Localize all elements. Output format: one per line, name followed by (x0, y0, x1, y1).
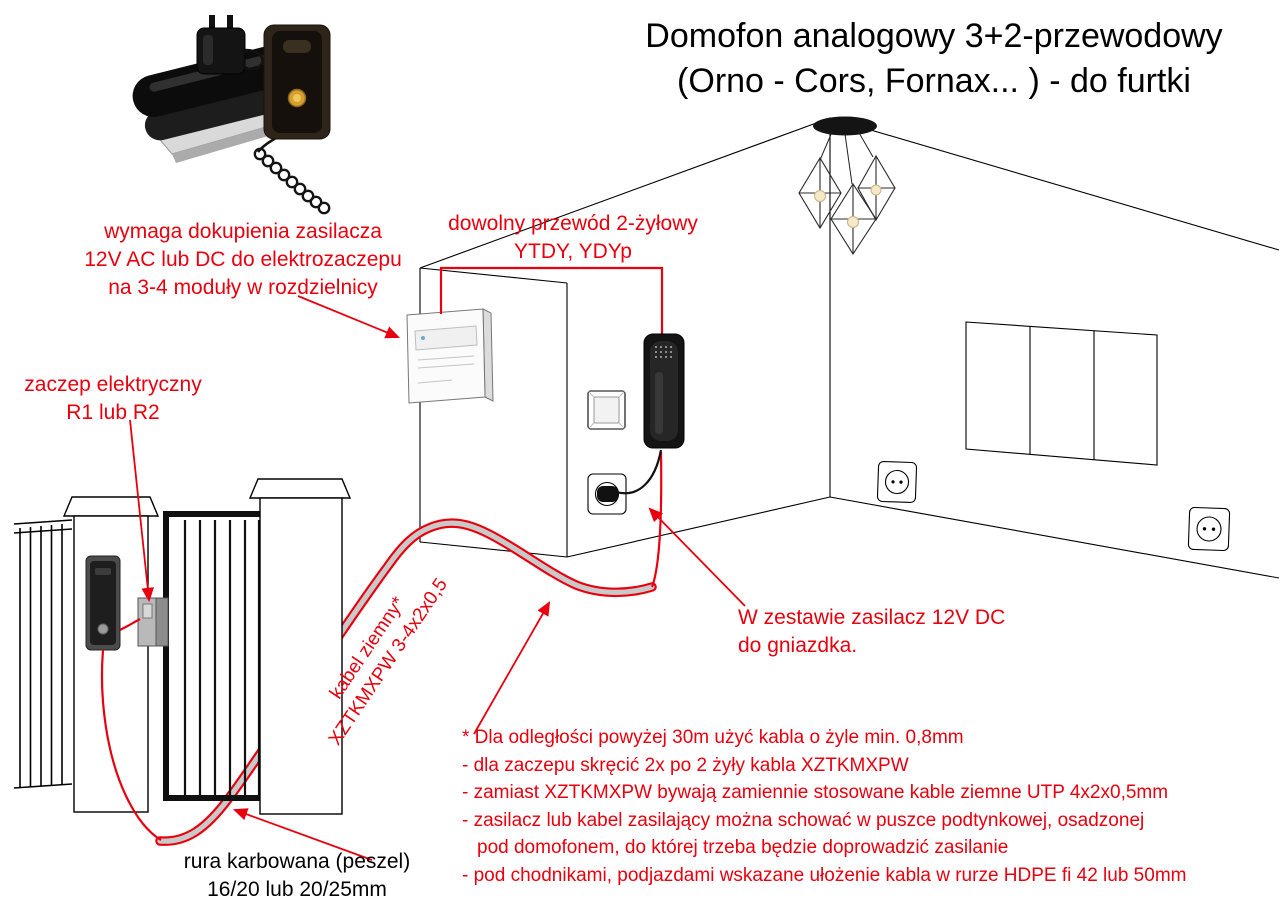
arrow-to-psu (297, 295, 400, 339)
arrow-to-conduit (232, 808, 373, 861)
note-conduit-line-2: 16/20 lub 20/25mm (207, 878, 387, 901)
page-title-line-2: (Orno - Cors, Fornax... ) - do furtki (677, 62, 1191, 100)
footnote-1: * Dla odległości powyżej 30m użyć kabla … (462, 727, 964, 748)
footnote-4-continuation: pod domofonem, do której trzeba będzie d… (477, 837, 1009, 859)
power-outlet-with-plug (587, 449, 663, 515)
gate-door-station (85, 555, 121, 651)
indoor-intercom-unit (643, 333, 685, 449)
note-psu-required-line-1: wymaga dokupienia zasilacza (104, 220, 382, 243)
two-wire-cable (439, 266, 664, 336)
light-bulb-icon (814, 184, 882, 228)
power-adapter-photo (196, 15, 264, 75)
gate-right-pillar (248, 478, 352, 815)
note-strike-line-2: R1 lub R2 (66, 401, 160, 424)
footnotes: * Dla odległości powyżej 30m użyć kabla … (462, 724, 1280, 890)
fence-left (13, 519, 73, 789)
note-any-wire-line-2: YTDY, YDYp (514, 240, 632, 263)
room-outline (419, 117, 1280, 579)
page-title-line-1: Domofon analogowy 3+2-przewodowy (645, 17, 1223, 55)
footnote-5: - pod chodnikami, podjazdami wskazane uł… (462, 864, 1187, 886)
window (965, 321, 1158, 466)
din-power-supply (406, 308, 494, 404)
footnote-4: - zasilacz lub kabel zasilający można sc… (462, 809, 1145, 831)
cable-riser (650, 451, 663, 588)
note-psu-included: W zestawie zasilacz 12V DC do gniazdka. (738, 604, 1058, 660)
note-psu-required-line-2: 12V AC lub DC do elektrozaczepu (84, 248, 402, 271)
note-strike-line-1: zaczep elektryczny (24, 373, 202, 396)
note-strike: zaczep elektryczny R1 lub R2 (14, 371, 212, 427)
light-switch (587, 390, 626, 430)
arrow-to-strike (129, 419, 155, 603)
note-any-wire-line-1: dowolny przewód 2-żyłowy (448, 212, 698, 235)
electric-strike (137, 597, 169, 647)
ceiling-lamp (798, 116, 896, 256)
note-any-wire: dowolny przewód 2-żyłowy YTDY, YDYp (428, 210, 718, 266)
wall-outlet-right-2 (1187, 506, 1231, 552)
note-conduit-line-1: rura karbowana (peszel) (183, 850, 411, 873)
annotation-arrows (129, 295, 746, 861)
note-psu-included-line-1: W zestawie zasilacz 12V DC (738, 606, 1006, 629)
strike-wire (119, 618, 141, 631)
note-psu-required: wymaga dokupienia zasilacza 12V AC lub D… (78, 218, 408, 302)
wall-outlet-right-1 (876, 460, 918, 504)
gate-leaf (163, 511, 275, 801)
footnote-2: - dla zaczepu skręcić 2x po 2 żyły kabla… (462, 754, 909, 776)
footnote-3: - zamiast XZTKMXPW bywają zamiennie stos… (462, 782, 1169, 804)
arrow-to-outlet-plug (648, 507, 746, 607)
note-conduit: rura karbowana (peszel) 16/20 lub 20/25m… (158, 848, 436, 904)
page-title: Domofon analogowy 3+2-przewodowy (Orno -… (596, 14, 1272, 104)
note-psu-required-line-3: na 3-4 moduły w rozdzielnicy (108, 276, 378, 299)
coiled-cord (253, 147, 331, 215)
note-psu-included-line-2: do gniazdka. (738, 634, 858, 657)
door-station-photo (263, 24, 331, 140)
intercom-power-cord (615, 449, 663, 495)
arrow-footnote-to-cable (473, 601, 551, 735)
door-station-cable (100, 649, 162, 841)
